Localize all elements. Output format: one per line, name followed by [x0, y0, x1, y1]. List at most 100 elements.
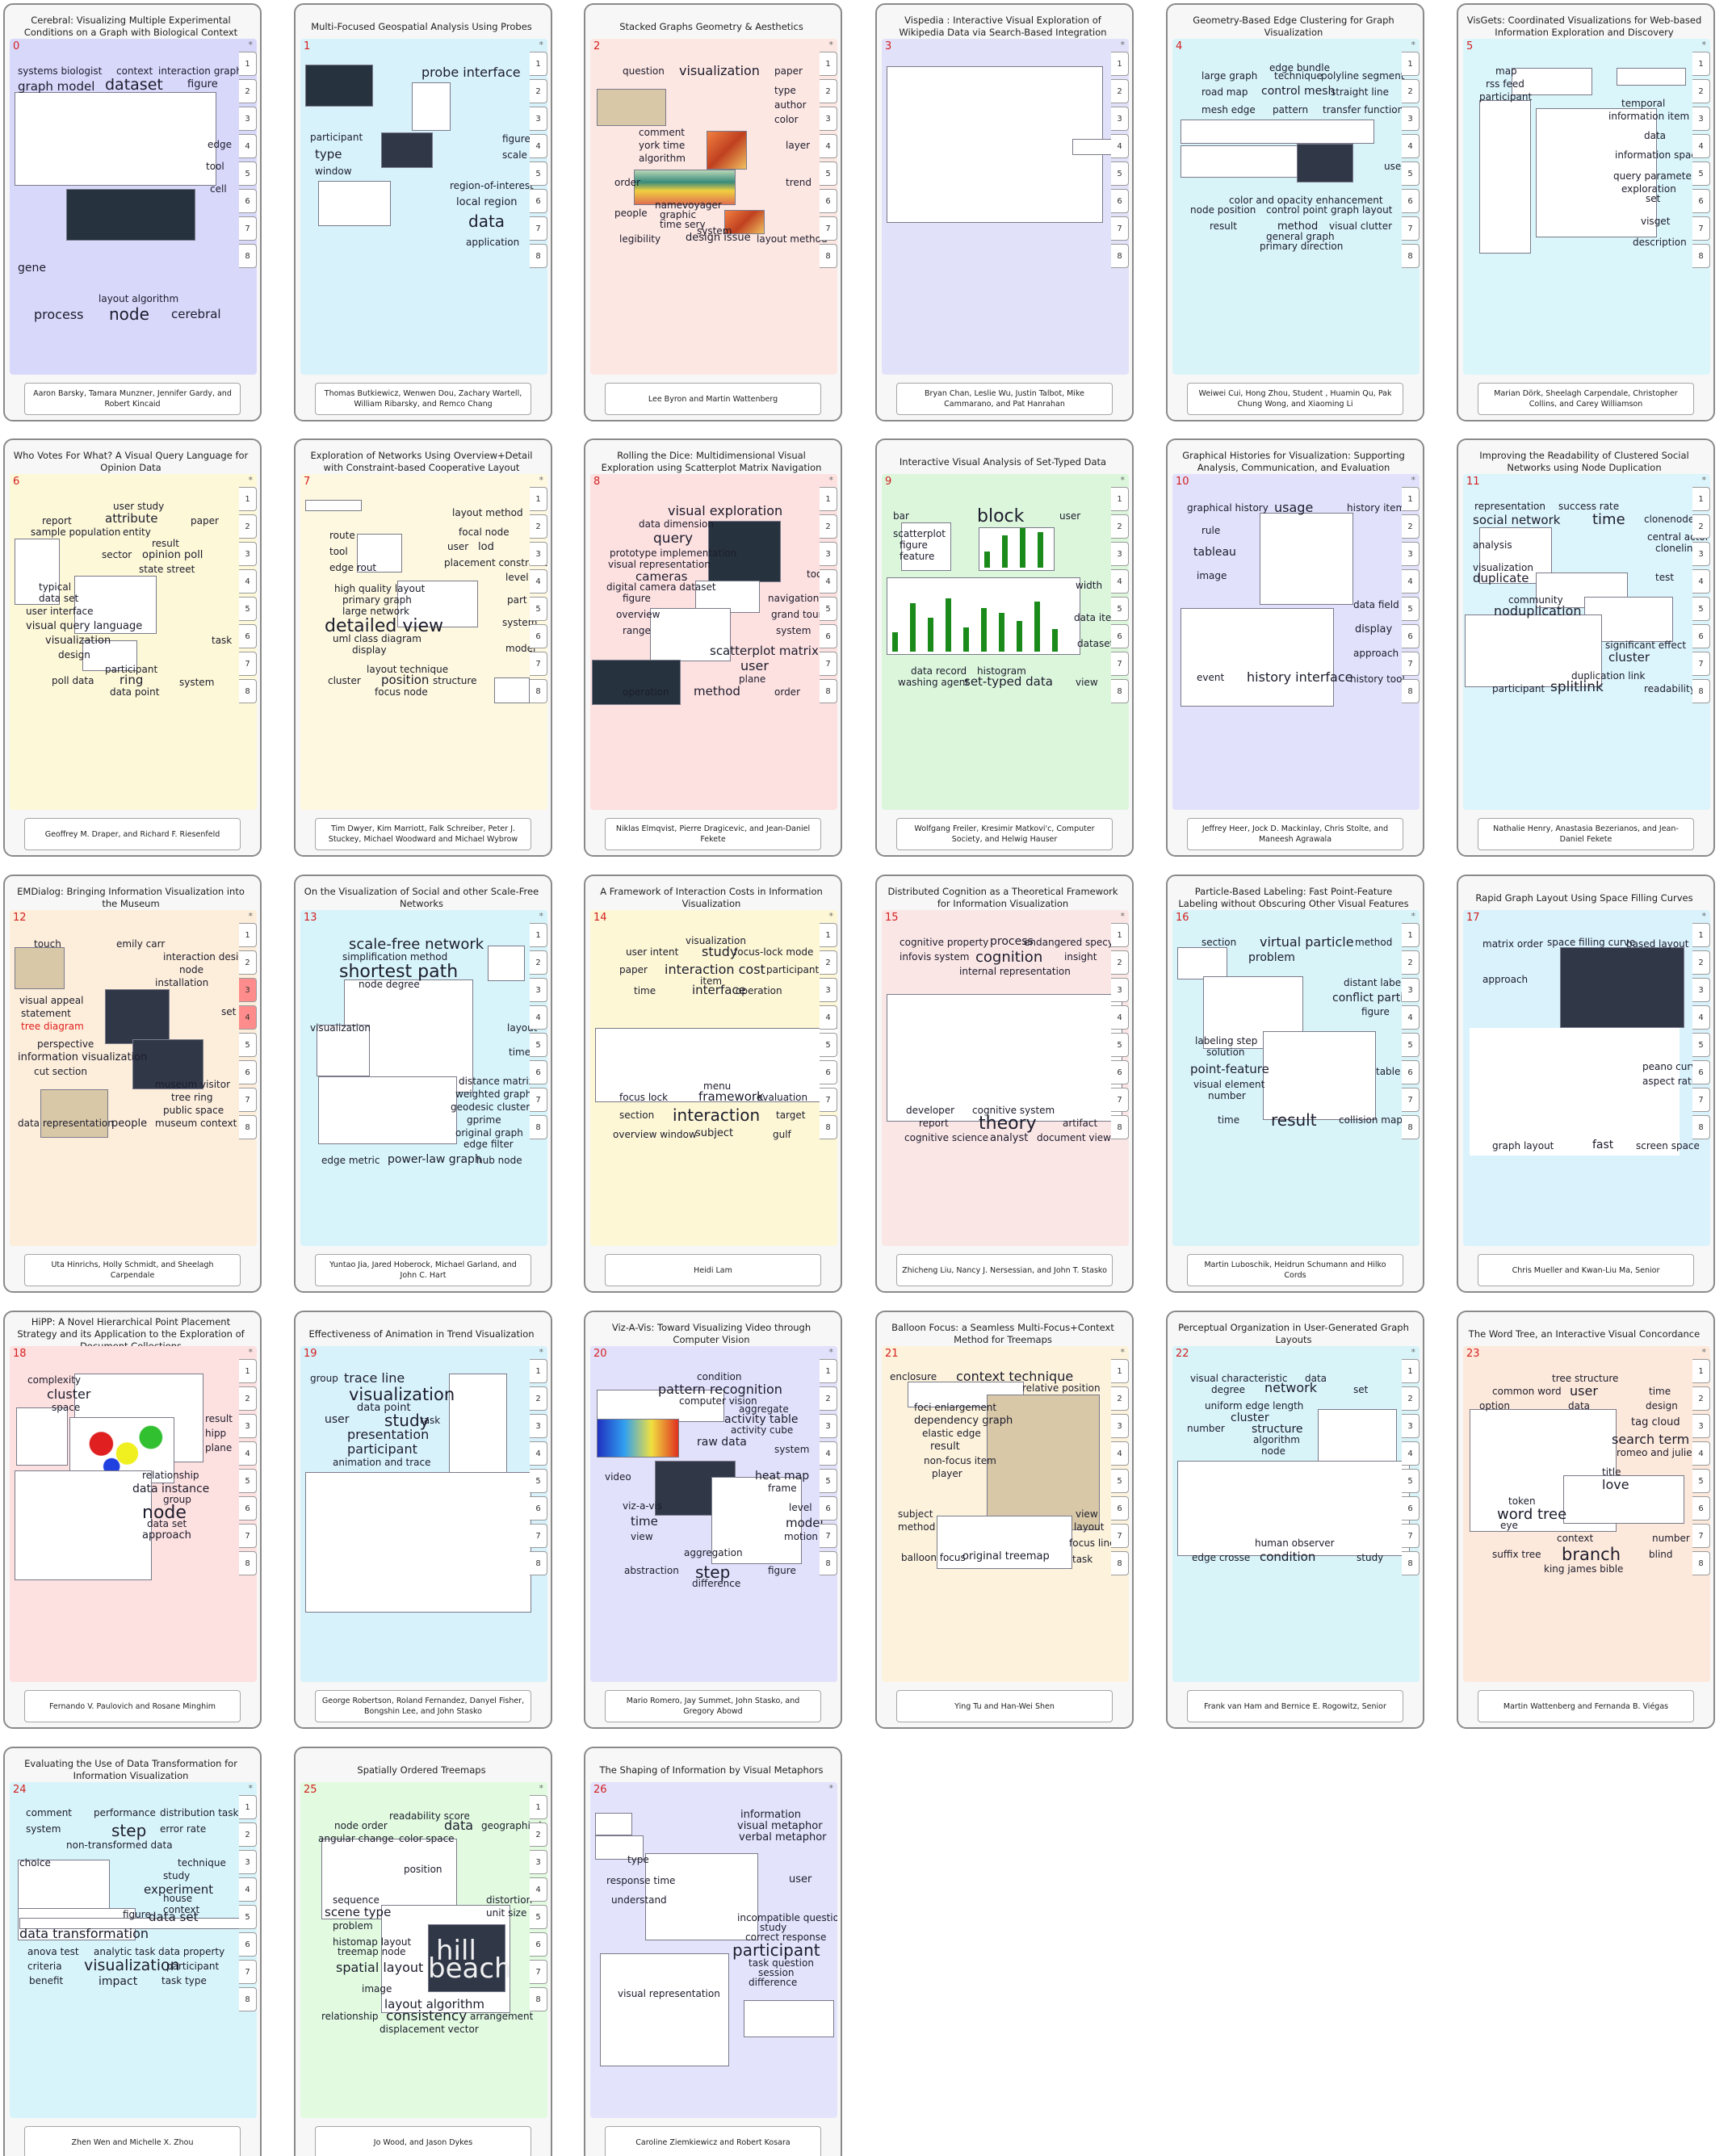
keyword[interactable]: sequence	[333, 1894, 380, 1906]
rank-tab[interactable]: 1	[820, 487, 837, 511]
keyword[interactable]: edge rout	[329, 562, 377, 573]
keyword[interactable]: splitlink	[1550, 679, 1604, 695]
keyword[interactable]: result	[1271, 1110, 1317, 1130]
paper-card[interactable]: Rapid Graph Layout Using Space Filling C…	[1457, 875, 1715, 1293]
star-icon[interactable]: *	[1120, 911, 1126, 921]
rank-tab[interactable]: 4	[1692, 569, 1710, 594]
star-icon[interactable]: *	[828, 475, 834, 485]
keyword[interactable]: cluster	[1231, 1411, 1269, 1424]
keyword[interactable]: option	[1479, 1400, 1510, 1411]
rank-tab[interactable]: 2	[530, 1386, 547, 1411]
rank-tab[interactable]: 8	[1402, 1551, 1420, 1575]
rank-tab[interactable]: 7	[820, 216, 837, 241]
keyword[interactable]: common word	[1492, 1386, 1562, 1397]
keyword[interactable]: data field	[1353, 599, 1399, 610]
star-icon[interactable]: *	[539, 911, 544, 921]
rank-tab[interactable]: 4	[1111, 134, 1129, 158]
keyword[interactable]: installation	[155, 977, 209, 988]
keyword[interactable]: process	[34, 307, 84, 322]
keyword[interactable]: museum context	[155, 1118, 237, 1129]
keyword[interactable]: video	[605, 1471, 631, 1483]
keyword[interactable]: order	[614, 177, 640, 188]
keyword[interactable]: artifact	[1063, 1118, 1098, 1129]
rank-tab[interactable]: 6	[1692, 624, 1710, 648]
keyword[interactable]: treemap node	[338, 1946, 406, 1957]
keyword[interactable]: description	[1633, 237, 1687, 248]
rank-tab[interactable]: 1	[1402, 923, 1420, 947]
keyword[interactable]: data item	[1074, 612, 1121, 623]
rank-tab[interactable]: 8	[1402, 679, 1420, 703]
rank-tab[interactable]: 7	[239, 216, 257, 241]
paper-card[interactable]: Graphical Histories for Visualization: S…	[1166, 438, 1424, 857]
keyword[interactable]: bar	[893, 510, 909, 522]
keyword[interactable]: operation	[736, 985, 782, 996]
rank-tab[interactable]: 5	[530, 1905, 547, 1929]
keyword[interactable]: condition	[697, 1371, 742, 1382]
keyword[interactable]: image	[362, 1983, 392, 1995]
keyword[interactable]: system	[179, 677, 215, 688]
keyword[interactable]: node degree	[359, 979, 420, 990]
rank-tab[interactable]: 2	[1111, 79, 1129, 103]
keyword[interactable]: group	[310, 1373, 338, 1384]
keyword[interactable]: view	[1076, 677, 1098, 688]
rank-tab[interactable]: 2	[1692, 950, 1710, 975]
keyword[interactable]: visget	[1641, 216, 1671, 227]
paper-card[interactable]: Distributed Cognition as a Theoretical F…	[875, 875, 1134, 1293]
keyword[interactable]: approach	[142, 1529, 191, 1541]
keyword[interactable]: graph layout	[1492, 1140, 1554, 1151]
keyword[interactable]: criteria	[27, 1961, 62, 1972]
keyword[interactable]: pattern recognition	[658, 1382, 782, 1397]
keyword[interactable]: time sery	[660, 219, 706, 230]
rank-tab[interactable]: 4	[239, 569, 257, 594]
keyword[interactable]: perspective	[37, 1038, 94, 1050]
keyword[interactable]: color	[774, 114, 799, 125]
rank-tab[interactable]: 5	[239, 597, 257, 621]
rank-tab[interactable]: 4	[530, 1005, 547, 1030]
rank-tab[interactable]: 7	[239, 1088, 257, 1112]
keyword[interactable]: visualization	[686, 935, 746, 946]
keyword[interactable]: visualization	[310, 1022, 371, 1034]
keyword[interactable]: interface	[692, 983, 746, 997]
keyword[interactable]: window	[315, 166, 352, 177]
keyword[interactable]: figure	[623, 593, 651, 604]
star-icon[interactable]: *	[539, 40, 544, 50]
keyword[interactable]: hub node	[476, 1155, 522, 1166]
keyword[interactable]: graph layout	[1331, 204, 1393, 216]
keyword[interactable]: non-focus item	[924, 1455, 996, 1466]
keyword[interactable]: model	[786, 1516, 824, 1530]
rank-tab[interactable]: 4	[1692, 134, 1710, 158]
keyword[interactable]: interaction	[673, 1105, 761, 1125]
keyword[interactable]: layer	[786, 140, 811, 151]
keyword[interactable]: tree structure	[1552, 1373, 1619, 1384]
keyword[interactable]: washing agent	[898, 677, 970, 688]
star-icon[interactable]: *	[1701, 911, 1707, 921]
keyword[interactable]: time	[631, 1514, 658, 1529]
keyword[interactable]: user	[447, 541, 469, 552]
keyword[interactable]: namevoyager	[655, 199, 722, 211]
rank-tab[interactable]: 6	[1692, 1060, 1710, 1084]
keyword[interactable]: focus lock	[619, 1092, 669, 1103]
keyword[interactable]: distance matrix	[459, 1076, 535, 1087]
rank-tab[interactable]: 3	[1111, 1414, 1129, 1438]
rank-tab[interactable]: 3	[1692, 542, 1710, 566]
rank-tab[interactable]: 8	[1692, 679, 1710, 703]
keyword[interactable]: data	[1644, 130, 1667, 141]
rank-tab[interactable]: 5	[1111, 597, 1129, 621]
star-icon[interactable]: *	[1120, 475, 1126, 485]
keyword[interactable]: data	[444, 1818, 474, 1833]
keyword[interactable]: placement constraint	[444, 557, 547, 568]
rank-tab[interactable]: 7	[1402, 1088, 1420, 1112]
rank-tab[interactable]: 5	[1402, 161, 1420, 186]
keyword[interactable]: number	[1208, 1090, 1246, 1101]
keyword[interactable]: approach	[1482, 974, 1529, 985]
rank-tab[interactable]: 3	[1111, 542, 1129, 566]
paper-card[interactable]: Balloon Focus: a Seamless Multi-Focus+Co…	[875, 1311, 1134, 1729]
keyword[interactable]: document view	[1037, 1132, 1111, 1143]
rank-tab[interactable]: 7	[1402, 216, 1420, 241]
rank-tab[interactable]: 3	[239, 107, 257, 131]
keyword[interactable]: primary graph	[342, 594, 412, 606]
keyword[interactable]: analyst	[990, 1132, 1029, 1144]
paper-card[interactable]: Exploration of Networks Using Overview+D…	[294, 438, 552, 857]
keyword[interactable]: geodesic cluster	[451, 1101, 531, 1113]
keyword[interactable]: node	[1261, 1445, 1285, 1457]
